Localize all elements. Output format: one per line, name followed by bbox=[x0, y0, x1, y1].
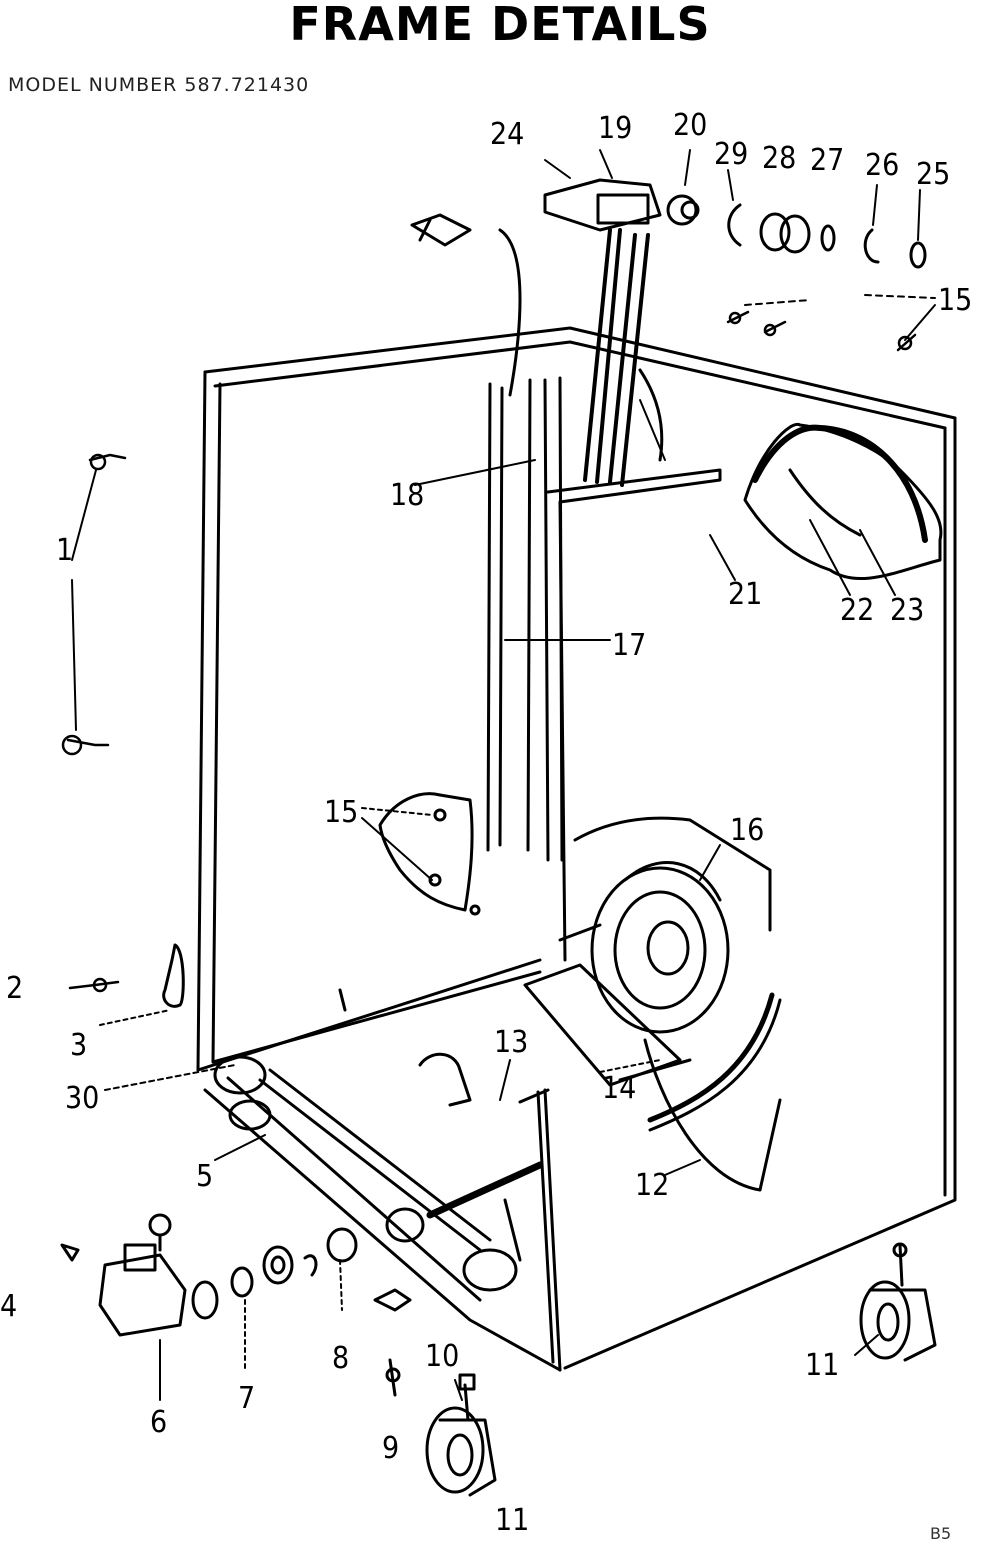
callout-1: 1 bbox=[56, 533, 73, 568]
cabinet-frame bbox=[196, 326, 957, 1372]
callout-5: 5 bbox=[196, 1159, 213, 1194]
drum-belt-section bbox=[618, 992, 782, 1192]
bracket-part-3 bbox=[162, 943, 185, 1008]
callout-10: 10 bbox=[425, 1339, 459, 1374]
callout-3: 3 bbox=[70, 1028, 87, 1063]
callout-27: 27 bbox=[810, 143, 844, 178]
screws-left bbox=[61, 453, 127, 993]
callout-21: 21 bbox=[728, 577, 762, 612]
callout-8: 8 bbox=[332, 1341, 349, 1376]
callout-7: 7 bbox=[238, 1381, 255, 1416]
motor-switch-part-6 bbox=[60, 1213, 219, 1337]
pulley-parts-7 bbox=[230, 1245, 318, 1298]
leader-lines bbox=[71, 149, 936, 1401]
callout-17: 17 bbox=[612, 628, 646, 663]
page-title: FRAME DETAILS bbox=[289, 0, 711, 51]
callout-23: 23 bbox=[890, 593, 924, 628]
caster-right bbox=[859, 1242, 937, 1362]
torn-section-15 bbox=[378, 792, 481, 916]
callout-11-right: 11 bbox=[805, 1348, 839, 1383]
callout-4: 4 bbox=[0, 1289, 17, 1324]
washer-part-8 bbox=[326, 1227, 358, 1263]
blower-housing bbox=[558, 816, 772, 1034]
callout-18: 18 bbox=[390, 478, 424, 513]
page-reference: B5 bbox=[930, 1524, 952, 1543]
callout-24: 24 bbox=[490, 117, 524, 152]
callout-12: 12 bbox=[635, 1168, 669, 1203]
model-number: MODEL NUMBER 587.721430 bbox=[8, 74, 310, 96]
callout-29: 29 bbox=[714, 137, 748, 172]
callout-11-front: 11 bbox=[495, 1503, 529, 1538]
callout-20: 20 bbox=[673, 108, 707, 143]
caster-front bbox=[425, 1373, 497, 1497]
callout-labels: 1 2 3 4 5 6 7 8 9 10 11 11 12 13 14 15 1… bbox=[0, 108, 972, 1538]
callout-30: 30 bbox=[65, 1081, 99, 1116]
wire-harness bbox=[583, 228, 650, 487]
bearing-parts bbox=[727, 203, 927, 269]
callout-14: 14 bbox=[602, 1071, 636, 1106]
callout-15-left: 15 bbox=[324, 795, 358, 830]
terminal-block bbox=[543, 178, 700, 232]
power-cord bbox=[410, 213, 522, 397]
callout-16: 16 bbox=[730, 813, 764, 848]
callout-13: 13 bbox=[494, 1025, 528, 1060]
callout-26: 26 bbox=[865, 148, 899, 183]
idler-assembly bbox=[213, 988, 544, 1292]
callout-19: 19 bbox=[598, 111, 632, 146]
callout-6: 6 bbox=[150, 1405, 167, 1440]
callout-22: 22 bbox=[840, 593, 874, 628]
callout-28: 28 bbox=[762, 141, 796, 176]
callout-9: 9 bbox=[382, 1431, 399, 1466]
callout-25: 25 bbox=[916, 157, 950, 192]
screws-top-right bbox=[726, 310, 917, 352]
callout-2: 2 bbox=[6, 971, 23, 1006]
callout-15-top: 15 bbox=[938, 283, 972, 318]
clip-part-9 bbox=[373, 1288, 412, 1397]
